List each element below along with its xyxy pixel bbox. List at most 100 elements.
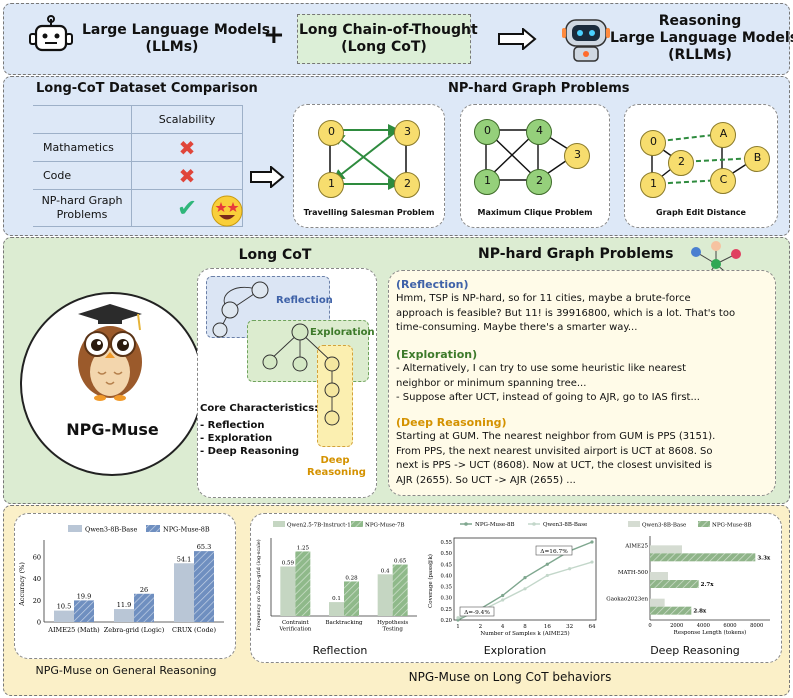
bar: [650, 606, 692, 615]
bar-value-label: 19.9: [77, 592, 91, 600]
x-tick-label: 0: [648, 623, 651, 629]
clique-node: [526, 169, 552, 195]
y-tick-label: 0.40: [440, 573, 452, 579]
deep-chart-caption: Deep Reasoning: [650, 644, 740, 657]
bar: [295, 551, 311, 616]
bar-value-label: 1.25: [297, 545, 310, 551]
bar-value-label: 11.9: [117, 601, 131, 609]
llm-label: Large Language Models (LLMs): [82, 22, 271, 55]
longcot-label: Long Chain-of-Thought (Long CoT): [299, 22, 478, 55]
row-label-math: Mathametics: [33, 133, 132, 162]
x-tick-label: 2000: [670, 623, 683, 629]
y-axis-label: Coverage (pass@k): [427, 554, 434, 608]
x-tick-label: Zebra-grid (Logic): [104, 626, 165, 634]
x-tick-label: 2: [479, 624, 483, 630]
y-tick-label: 0.25: [440, 607, 452, 613]
x-tick-label: 8: [523, 624, 527, 630]
legend-label: Qwen2.5-7B-Instruct-1M: [287, 523, 357, 529]
legend-marker: [464, 522, 468, 526]
longcot-tree: [212, 281, 340, 426]
ged-node: [710, 122, 736, 148]
y-tick-label: MATH-500: [618, 570, 649, 576]
bar: [114, 609, 134, 622]
bar: [650, 598, 665, 607]
data-point: [545, 573, 549, 578]
x-mark-icon: ✖: [131, 161, 243, 190]
ged-node-label: 1: [650, 177, 657, 190]
x-tick-label: 4: [501, 624, 505, 630]
annotation-box: [459, 606, 495, 617]
x-tick-label: 32: [566, 624, 573, 630]
ratio-label: 2.7x: [701, 582, 715, 588]
reflection-text: Hmm, TSP is NP-hard, so for 11 cities, m…: [396, 293, 736, 333]
x-tick-label: Hypothesis: [377, 620, 408, 626]
y-axis-label: Accuracy (%): [18, 562, 26, 607]
y-tick-label: 0.50: [440, 551, 452, 557]
ged-node-label: C: [719, 173, 728, 186]
x-tick-label: AIME25 (Math): [47, 626, 100, 634]
rllm-label: Reasoning Large Language Models (RLLMs): [610, 13, 793, 63]
longcot-behaviors-caption: NPG-Muse on Long CoT behaviors: [408, 670, 612, 684]
legend-label: Qwen3-8B-Base: [85, 526, 137, 534]
bar: [194, 551, 214, 622]
bar-value-label: 10.5: [57, 603, 71, 611]
y-tick-label: 0.35: [440, 585, 452, 591]
ged-node-label: B: [753, 151, 762, 164]
y-tick-label: 0.20: [440, 618, 452, 624]
bar: [344, 581, 359, 616]
legend-swatch: [628, 521, 640, 527]
legend-label: NPG-Muse-7B: [365, 523, 405, 529]
legend-label: NPG-Muse-8B: [163, 526, 210, 534]
data-point: [590, 540, 594, 544]
data-point: [456, 618, 460, 622]
ged-node: [710, 168, 736, 194]
ged-node: [744, 146, 770, 172]
ged-node: [668, 150, 694, 176]
clique-node: [474, 119, 500, 145]
tsp-node: [318, 172, 344, 198]
arrow-right-icon: [250, 166, 285, 188]
tsp-node-label: 0: [328, 125, 335, 138]
bar-value-label: 0.4: [381, 568, 390, 574]
bar-value-label: 0.59: [282, 560, 295, 566]
bar: [134, 593, 154, 622]
longcot-box: [297, 14, 471, 64]
bar: [392, 564, 408, 616]
ged-node-label: 0: [650, 135, 657, 148]
plot-frame: [453, 537, 597, 621]
tsp-node: [394, 120, 420, 146]
tsp-caption: Travelling Salesman Problem: [303, 208, 435, 217]
reasoning-robot-icon: [562, 19, 610, 62]
legend-swatch: [273, 521, 285, 527]
legend-swatch: [68, 525, 82, 532]
tsp-node: [394, 172, 420, 198]
np-text-card: [388, 270, 776, 496]
reflection-heading: (Reflection): [396, 278, 469, 291]
x-tick-label: Testing: [382, 627, 403, 633]
bar: [650, 572, 668, 580]
star-eyes-emoji-icon: [211, 195, 243, 227]
data-point: [568, 567, 572, 571]
bar-value-label: 0.1: [332, 596, 341, 602]
y-tick-label: 20: [33, 597, 41, 605]
core-item: - Exploration: [200, 433, 273, 444]
data-point: [590, 560, 594, 564]
clique-node-label: 2: [536, 174, 543, 187]
annotation: Δ=16.7%: [540, 549, 568, 555]
bar-value-label: 54.1: [177, 555, 191, 563]
clique-node-label: 0: [484, 124, 491, 137]
legend-marker: [532, 522, 536, 526]
bar: [54, 610, 74, 622]
y-tick-label: AIME25: [624, 543, 648, 549]
y-tick-label: 0.45: [440, 562, 452, 568]
bar: [74, 600, 94, 622]
core-title: Core Characteristics:: [200, 403, 319, 414]
bar: [650, 545, 682, 554]
x-tick-label: CRUX (Code): [172, 626, 216, 634]
bar: [280, 566, 296, 616]
legend-swatch: [698, 521, 710, 527]
y-axis-label: Frequency on Zebra-grid (log-scale): [255, 539, 262, 630]
annotation-box: [535, 545, 573, 556]
core-item: - Reflection: [200, 420, 265, 431]
